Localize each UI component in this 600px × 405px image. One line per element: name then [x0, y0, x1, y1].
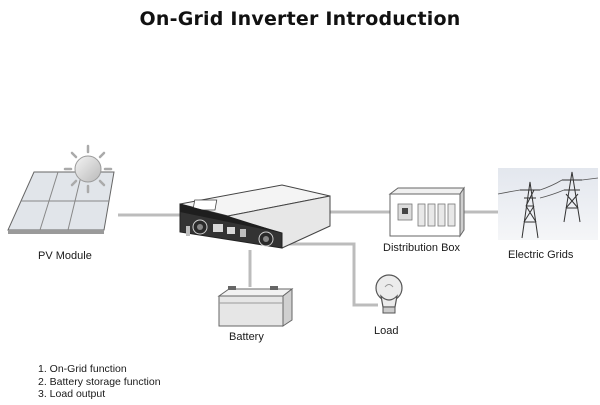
light-bulb-icon	[375, 274, 403, 314]
function-list-item: 2. Battery storage function	[38, 375, 161, 388]
inverter-icon	[179, 184, 331, 249]
cable-inverter-load	[282, 242, 378, 307]
diagram-title: On-Grid Inverter Introduction	[139, 8, 461, 30]
distribution-box-label: Distribution Box	[383, 242, 461, 254]
function-list: 1. On-Grid function 2. Battery storage f…	[38, 363, 161, 401]
load-label: Load	[374, 325, 399, 337]
battery-icon	[217, 286, 294, 327]
electric-grid-tower-icon	[497, 168, 599, 240]
distribution-box-icon	[388, 186, 465, 238]
pv-module-label: PV Module	[38, 250, 92, 262]
electric-grids-label: Electric Grids	[508, 249, 574, 261]
function-list-item: 3. Load output	[38, 388, 106, 400]
pv-module-icon	[7, 171, 115, 234]
battery-label: Battery	[229, 331, 264, 343]
connection-cables	[118, 210, 498, 307]
function-list-item: 1. On-Grid function	[38, 363, 127, 375]
sun-icon	[63, 144, 113, 194]
